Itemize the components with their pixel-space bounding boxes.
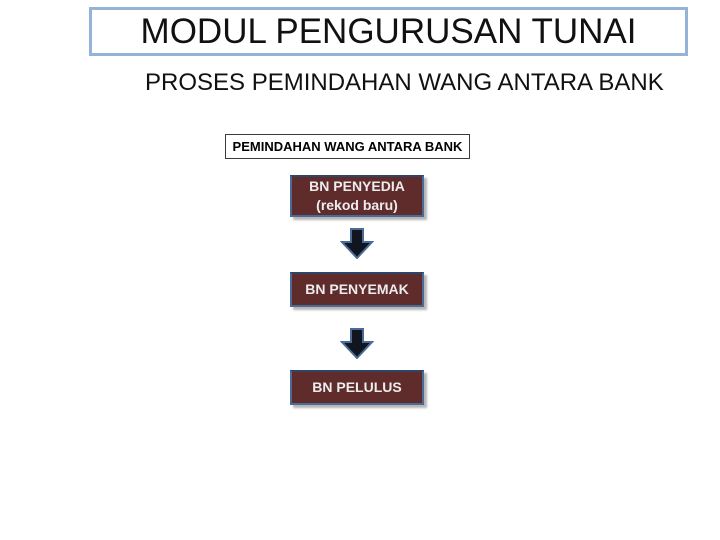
flowchart-step-penyedia: BN PENYEDIA (rekod baru): [290, 175, 424, 217]
flowchart-header-label: PEMINDAHAN WANG ANTARA BANK: [232, 139, 463, 154]
step-sublabel: (rekod baru): [316, 197, 398, 213]
step-label: BN PENYEMAK: [305, 281, 409, 297]
flowchart-step-penyemak: BN PENYEMAK: [290, 272, 424, 307]
slide-title: MODUL PENGURUSAN TUNAI: [140, 11, 637, 51]
down-arrow-icon: [340, 228, 374, 259]
down-arrow-icon: [340, 328, 374, 359]
flowchart-step-pelulus: BN PELULUS: [290, 370, 424, 405]
flowchart-header-box: PEMINDAHAN WANG ANTARA BANK: [225, 134, 470, 159]
step-label: BN PENYEDIA: [309, 178, 405, 194]
slide-subtitle: PROSES PEMINDAHAN WANG ANTARA BANK: [145, 69, 664, 96]
slide-title-box: MODUL PENGURUSAN TUNAI: [89, 7, 688, 56]
step-label: BN PELULUS: [312, 379, 402, 395]
